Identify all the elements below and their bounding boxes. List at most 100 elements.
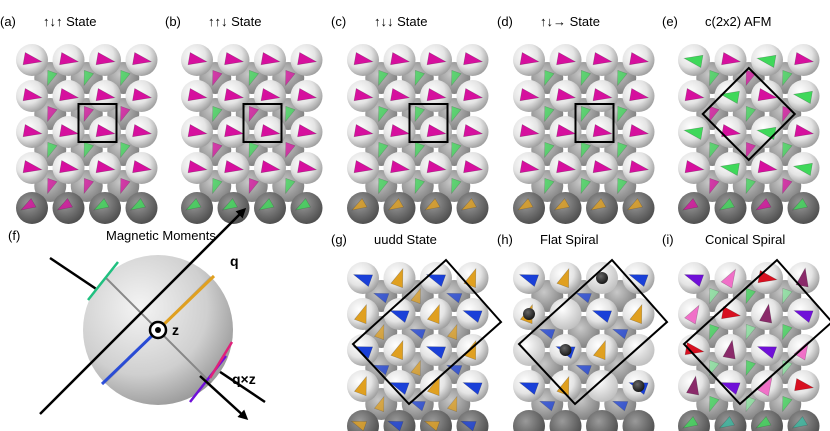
spin-arrow (426, 124, 447, 138)
spin-arrow (414, 141, 426, 159)
qxz-arrow (199, 375, 249, 421)
spin-arrow (59, 52, 80, 66)
spin-arrow (556, 52, 577, 66)
spin-arrow (224, 88, 245, 102)
spin-arrow (132, 52, 153, 66)
spin-path (100, 328, 160, 386)
spin-arrow (757, 88, 778, 102)
spin-arrow (351, 197, 368, 211)
atom (420, 410, 452, 431)
spin-arrow (132, 124, 153, 138)
panel-title: ↑↑↓ State (208, 14, 261, 29)
spin-arrow (22, 88, 43, 102)
spin-arrow (556, 375, 570, 397)
panel-title: uudd State (374, 232, 437, 247)
panel-label: (h) (497, 232, 513, 247)
spin-arrow (782, 177, 793, 195)
atom (787, 192, 820, 224)
spin-arrow (224, 160, 245, 174)
spin-arrow (285, 69, 296, 87)
spin-arrow (683, 274, 705, 288)
spin-arrow (782, 69, 793, 87)
panel-label: (e) (662, 14, 678, 29)
spin-arrow (187, 88, 208, 102)
spin-arrow (378, 141, 389, 159)
spin-arrow (83, 105, 95, 123)
spin-arrow (617, 69, 628, 87)
spin-arrow (378, 69, 389, 87)
spin-arrow (297, 52, 318, 66)
spin-arrow (426, 375, 440, 397)
q-label: q (230, 253, 239, 269)
spin-arrow (59, 124, 80, 138)
spin-arrow (720, 268, 736, 289)
spin-arrow (285, 177, 296, 195)
spin-arrow (294, 197, 311, 211)
spin-dot (559, 344, 572, 356)
spin-arrow (390, 88, 411, 102)
spin-arrow (451, 69, 462, 87)
unit-cell-box (351, 258, 503, 406)
panel-g: (g)uudd State (331, 232, 503, 431)
spin-arrow (353, 124, 374, 138)
panel-i: (i)Conical Spiral (662, 232, 830, 431)
z-label: z (172, 322, 179, 338)
spin-arrow (721, 306, 742, 320)
spin-arrow (426, 160, 447, 174)
spin-arrow (793, 310, 814, 324)
spin-arrow (22, 160, 43, 174)
atom (751, 192, 783, 224)
spin-arrow (59, 88, 80, 102)
spin-arrow (745, 141, 757, 159)
spin-arrow (709, 69, 720, 87)
spin-arrow (446, 395, 458, 413)
spin-arrow (684, 342, 705, 356)
spin-arrow (129, 197, 146, 211)
spin-arrow (544, 105, 555, 123)
spin-arrow (352, 274, 374, 288)
spin-arrow (782, 287, 793, 305)
spin-arrow (224, 52, 245, 66)
spin-arrow (409, 400, 426, 412)
spin-arrow (592, 52, 613, 66)
spin-arrow (95, 160, 116, 174)
spin-arrow (782, 323, 793, 341)
spin-arrow (709, 141, 720, 159)
spin-arrow (409, 328, 426, 340)
spin-arrow (756, 346, 778, 360)
spin-arrow (795, 267, 809, 288)
spin-arrow (260, 124, 281, 138)
spin-arrow (221, 197, 238, 211)
spin-arrow (792, 90, 813, 104)
atom (383, 192, 416, 224)
spin-arrow (426, 303, 440, 325)
atom (347, 410, 379, 431)
spin-arrow (414, 69, 426, 87)
spin-arrow (451, 141, 462, 159)
spin-arrow (718, 197, 735, 211)
spin-arrow (592, 88, 613, 102)
spin-path (87, 261, 119, 301)
spin-arrow (248, 177, 260, 195)
spin-arrow (720, 382, 741, 396)
spin-arrow (387, 420, 404, 431)
panel-title: Magnetic Moments (106, 228, 216, 243)
unit-cell-box (701, 66, 797, 162)
spin-arrow (410, 287, 421, 305)
spin-arrow (556, 88, 577, 102)
spin-arrow (757, 160, 778, 174)
spin-arrow (83, 141, 95, 159)
spin-arrow (626, 197, 643, 211)
spin-arrow (556, 124, 577, 138)
spin-arrow (353, 88, 374, 102)
spin-arrow (794, 378, 815, 392)
spin-arrow (629, 52, 650, 66)
panel-label: (a) (0, 14, 16, 29)
spin-arrow (684, 160, 705, 174)
spin-arrow (709, 287, 720, 305)
spin-arrow (759, 303, 773, 324)
spin-arrow (425, 274, 447, 288)
spin-arrow (373, 323, 385, 341)
spin-arrow (410, 359, 421, 377)
spin-arrow (629, 124, 650, 138)
